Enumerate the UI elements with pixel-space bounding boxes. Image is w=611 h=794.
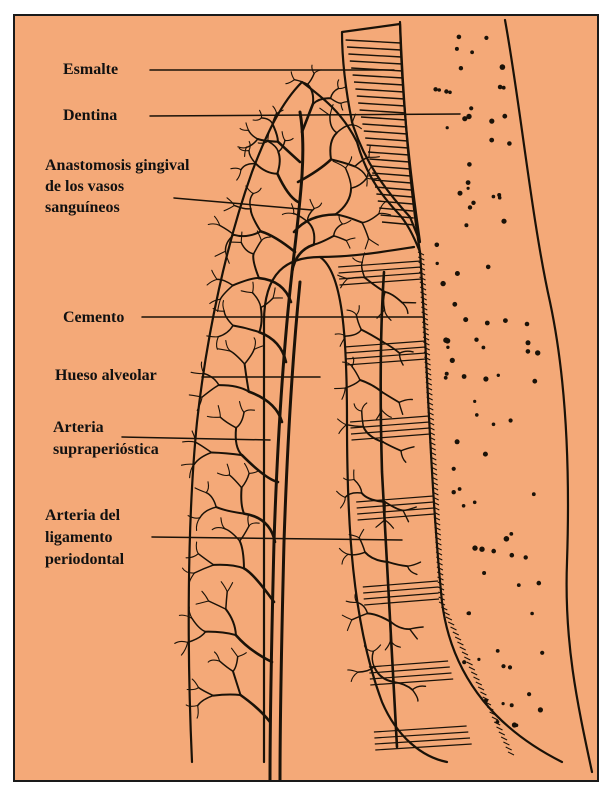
label-supraperiosteal-artery-line2: supraperióstica	[53, 440, 159, 460]
label-cementum: Cemento	[63, 308, 124, 328]
label-pdl-artery-line1: Arteria del	[45, 506, 120, 526]
label-gingival-anastomosis-line2: de los vasos	[45, 177, 124, 197]
label-pdl-artery-line3: periodontal	[45, 550, 124, 570]
periodontal-ligament-fibers	[338, 261, 472, 750]
label-supraperiosteal-artery-line1: Arteria	[53, 418, 104, 438]
tooth-outline-inner	[400, 22, 562, 762]
gingiva-outline	[189, 82, 420, 762]
dentin-stipple	[433, 35, 544, 728]
tooth-outline-right	[505, 20, 592, 772]
label-gingival-anastomosis-line3: sanguíneos	[45, 198, 120, 218]
label-enamel: Esmalte	[63, 60, 118, 80]
supraperiosteal-artery	[270, 112, 303, 782]
label-gingival-anastomosis-line1: Anastomosis gingival	[45, 156, 189, 176]
label-pdl-artery-line2: ligamento	[45, 528, 113, 548]
cementum-hatching	[418, 252, 514, 755]
label-alveolar-bone: Hueso alveolar	[55, 366, 157, 386]
periodontal-vasculature-drawing	[15, 16, 599, 782]
enamel-cap-outline	[342, 24, 420, 242]
leader-line-dentin	[150, 114, 460, 116]
figure-panel: Esmalte Dentina Anastomosis gingival de …	[13, 14, 599, 782]
label-dentin: Dentina	[63, 106, 117, 126]
